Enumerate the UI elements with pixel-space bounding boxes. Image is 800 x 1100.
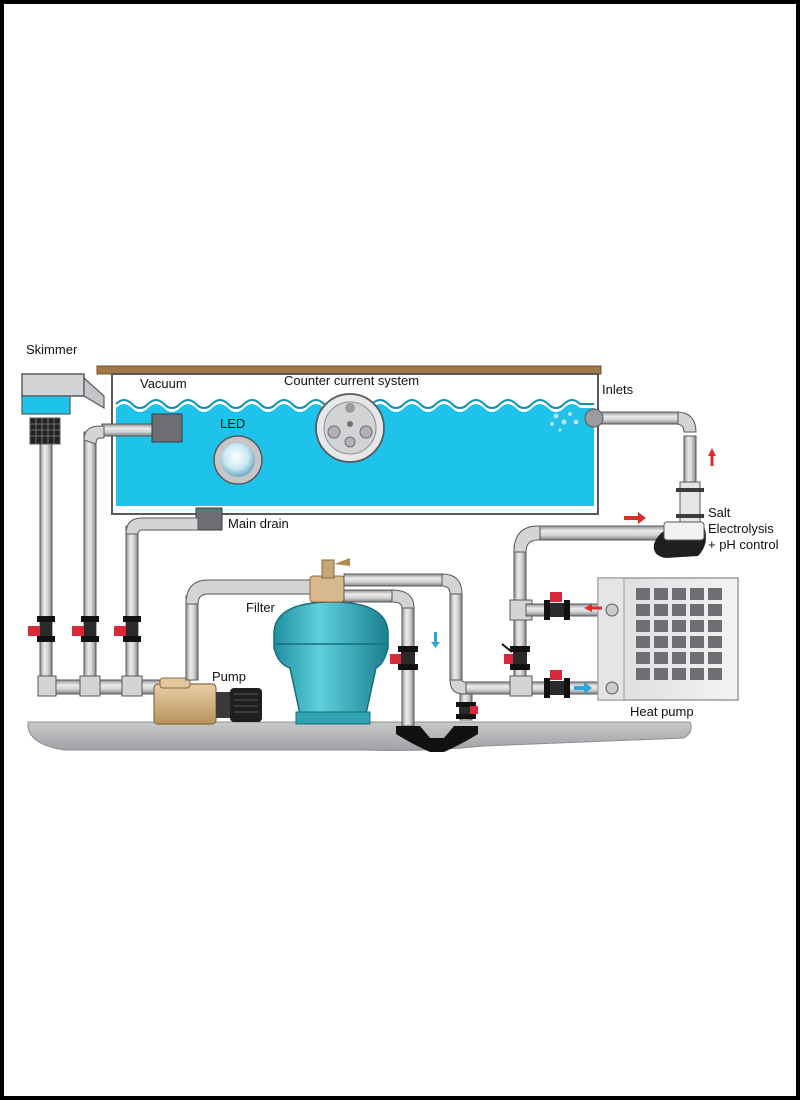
- valve-icon: [544, 592, 570, 620]
- main-drain-fitting: [195, 507, 223, 531]
- label-salt-line1: Salt: [708, 505, 731, 520]
- label-pump: Pump: [212, 669, 246, 684]
- waste-drain: [396, 726, 478, 752]
- pool-plumbing-diagram: [21, 365, 739, 752]
- led-light-icon: [213, 435, 263, 485]
- arrow-right-red: [624, 512, 646, 524]
- arrow-down-blue: [431, 632, 440, 648]
- return-pipes: [584, 408, 697, 523]
- ground-slab: [27, 721, 692, 751]
- label-vacuum: Vacuum: [140, 376, 187, 391]
- label-led: LED: [220, 416, 246, 431]
- label-skimmer: Skimmer: [26, 342, 78, 357]
- label-salt-electrolysis: Salt Electrolysis + pH control: [708, 505, 796, 553]
- label-heat-pump: Heat pump: [630, 704, 694, 719]
- heat-pump-valves: [501, 592, 570, 698]
- sand-filter-icon: [273, 558, 389, 725]
- flow-arrows: [431, 448, 716, 694]
- arrow-up-red: [708, 448, 716, 466]
- label-filter: Filter: [246, 600, 275, 615]
- valve-icon: [544, 670, 570, 698]
- inlet-bubbles: [549, 411, 580, 433]
- label-inlets: Inlets: [602, 382, 634, 397]
- label-salt-line2: Electrolysis: [708, 521, 774, 536]
- arrow-left-red: [584, 604, 602, 612]
- filter-valves: [390, 646, 478, 719]
- counter-current-jet-icon: [315, 393, 385, 463]
- vacuum-fitting: [101, 413, 183, 443]
- valve-icon: [501, 643, 530, 670]
- valve-icon: [390, 646, 418, 670]
- label-main-drain: Main drain: [228, 516, 289, 531]
- salt-electrolysis-cell-icon: [653, 481, 706, 558]
- heat-pump-icon: [597, 577, 739, 701]
- skimmer-icon: [21, 373, 105, 445]
- valve-icon: [456, 702, 478, 719]
- valve-icon: [114, 616, 141, 642]
- valve-icon: [28, 616, 55, 642]
- label-counter-current-system: Counter current system: [284, 373, 420, 388]
- heat-pump-fan-grille: [636, 588, 722, 680]
- label-salt-line3: + pH control: [708, 537, 779, 552]
- valve-icon: [72, 616, 99, 642]
- pump-icon: [153, 677, 262, 725]
- suction-valves: [28, 616, 141, 642]
- arrow-right-blue: [574, 682, 592, 694]
